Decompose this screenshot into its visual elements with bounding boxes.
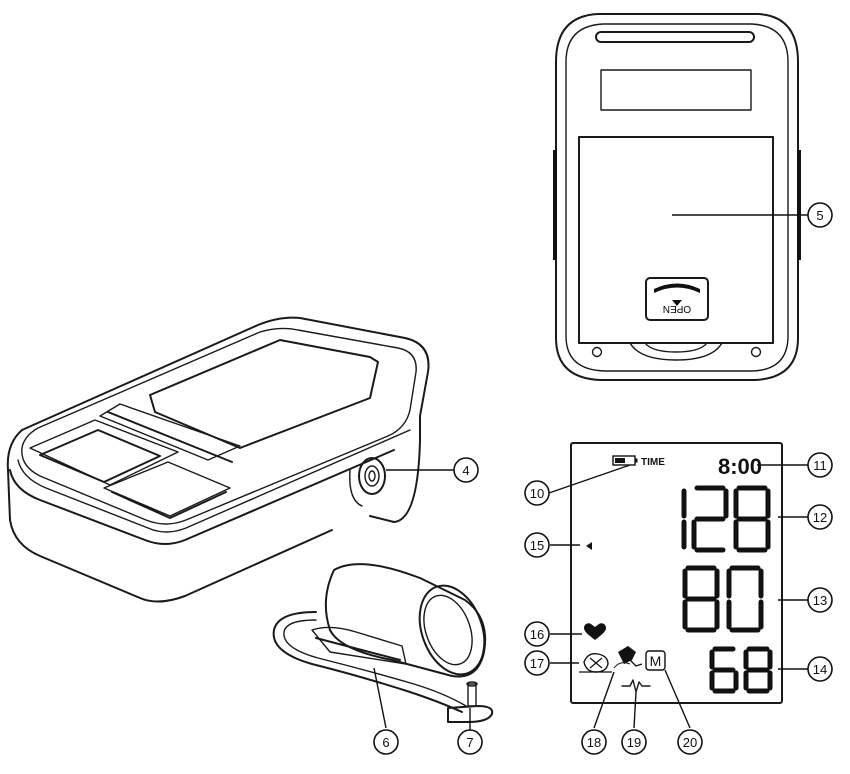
callout-number: 6: [382, 735, 389, 750]
callout-11: 11: [807, 452, 833, 478]
callout-number: 20: [683, 735, 697, 750]
cuff-check-icon: [579, 652, 612, 673]
callout-20: 20: [677, 729, 703, 755]
callout-number: 12: [813, 510, 827, 525]
screw-hole-left: [591, 346, 603, 358]
device-main-view: [6, 316, 430, 603]
top-slot: [595, 31, 755, 43]
irregular-heartbeat-icon: [621, 679, 651, 693]
arm-cuff: [272, 563, 494, 723]
callout-circle: [524, 532, 550, 558]
callout-circle: [807, 452, 833, 478]
memory-label: M: [650, 653, 662, 669]
callout-number: 14: [813, 662, 827, 677]
callout-10: 10: [524, 480, 550, 506]
callout-number: 17: [530, 656, 544, 671]
lcd-display: TIME 8:00 128 80 68 M: [570, 442, 783, 704]
callout-circle: [807, 504, 833, 530]
callout-6: 6: [373, 729, 399, 755]
callout-group: 4 5 6 7 10 11 12 13 14 15 16 17 18 19 20: [373, 202, 833, 755]
time-label: TIME: [641, 457, 665, 468]
callout-number: 5: [816, 208, 823, 223]
callout-4: 4: [453, 457, 479, 483]
leader-lines: [373, 214, 808, 730]
open-label: OPEN: [663, 303, 691, 314]
movement-icon: [613, 646, 643, 669]
callout-7: 7: [457, 729, 483, 755]
callout-19: 19: [621, 729, 647, 755]
callout-number: 13: [813, 593, 827, 608]
heart-icon: [584, 623, 606, 640]
callout-number: 15: [530, 538, 544, 553]
callout-circle: [524, 621, 550, 647]
callout-circle: [524, 480, 550, 506]
callout-circle: [807, 587, 833, 613]
pulse-digits: [709, 646, 773, 694]
label-window: [600, 69, 752, 111]
callout-5: 5: [807, 202, 833, 228]
callout-15: 15: [524, 532, 550, 558]
device-back-view: OPEN: [553, 13, 801, 381]
callout-circle: [373, 729, 399, 755]
callout-circle: [807, 656, 833, 682]
callout-number: 19: [627, 735, 641, 750]
callout-circle: [677, 729, 703, 755]
callout-14: 14: [807, 656, 833, 682]
battery-icon: [612, 455, 638, 466]
callout-circle: [453, 457, 479, 483]
diastolic-digits: [682, 565, 764, 633]
callout-number: 11: [813, 458, 827, 473]
callout-circle: [807, 202, 833, 228]
callout-17: 17: [524, 650, 550, 676]
callout-number: 4: [462, 463, 469, 478]
lcd-time: 8:00: [718, 454, 762, 479]
memory-icon: [645, 650, 666, 671]
systolic-digits: [681, 485, 771, 553]
screw-hole-right: [750, 346, 762, 358]
callout-number: 18: [587, 735, 601, 750]
callout-circle: [524, 650, 550, 676]
callout-number: 10: [530, 486, 544, 501]
lcd-frame: [570, 442, 783, 704]
hose-connector-plug: [467, 683, 477, 707]
callout-number: 7: [466, 735, 473, 750]
air-socket: [358, 457, 386, 495]
callout-18: 18: [581, 729, 607, 755]
callout-12: 12: [807, 504, 833, 530]
callout-circle: [581, 729, 607, 755]
battery-cover-latch[interactable]: OPEN: [645, 277, 709, 321]
callout-16: 16: [524, 621, 550, 647]
callout-13: 13: [807, 587, 833, 613]
callout-circle: [457, 729, 483, 755]
callout-number: 16: [530, 627, 544, 642]
callout-circle: [621, 729, 647, 755]
battery-cover: [578, 136, 774, 344]
side-grip-right: [797, 150, 801, 260]
side-grip-left: [553, 150, 557, 260]
level-indicator-icon: [586, 542, 592, 550]
